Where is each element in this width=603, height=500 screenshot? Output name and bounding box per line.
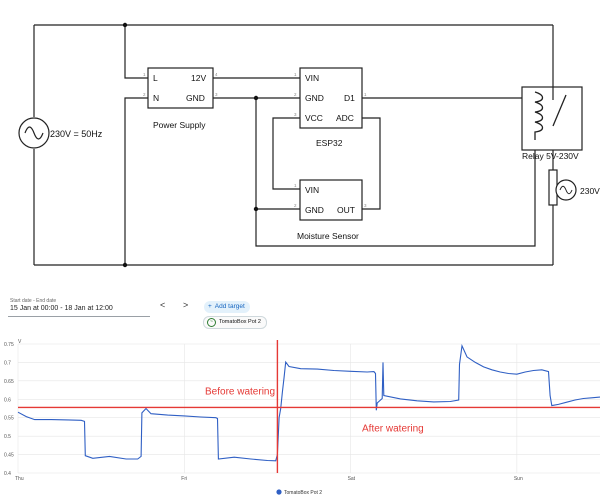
y-tick-label: 0.4 <box>4 471 11 477</box>
junction-dots <box>122 22 259 268</box>
target-chip-label: TomatoBox Pot 2 <box>219 319 261 325</box>
y-tick-label: 0.55 <box>4 416 14 422</box>
svg-text:GND: GND <box>305 205 324 215</box>
target-chip[interactable]: ~ TomatoBox Pot 2 <box>203 316 267 329</box>
x-tick-label: Sat <box>348 476 356 482</box>
date-range-underline <box>8 316 150 317</box>
x-tick-label: Thu <box>15 476 24 482</box>
chevron-left-icon[interactable]: < <box>160 300 166 310</box>
add-target-label: Add target <box>214 303 245 310</box>
load: 230V <box>548 169 600 206</box>
power-supply: L N 12V GND 1 2 4 3 Power Supply <box>143 67 218 130</box>
svg-text:OUT: OUT <box>337 205 355 215</box>
legend-swatch <box>276 489 282 495</box>
add-target-button[interactable]: + Add target <box>204 301 250 313</box>
y-axis-label: V <box>18 339 22 345</box>
chevron-right-icon[interactable]: > <box>183 300 189 310</box>
x-tick-label: Fri <box>181 476 187 482</box>
svg-text:D1: D1 <box>344 93 355 103</box>
y-tick-label: 0.65 <box>4 379 14 385</box>
circuit-wires <box>33 24 554 266</box>
x-tick-label: Sun <box>514 476 523 482</box>
esp32: VIN GND VCC D1 ADC 1 2 3 1 ESP32 <box>294 67 367 148</box>
dashboard-panel: Start date - End date 15 Jan at 00:00 - … <box>0 283 603 500</box>
date-range-label: Start date - End date <box>10 298 57 304</box>
y-tick-label: 0.7 <box>4 360 11 366</box>
after-watering-label: After watering <box>362 423 424 434</box>
relay-coil-icon <box>534 91 544 140</box>
power-supply-label: Power Supply <box>153 120 206 130</box>
svg-text:12V: 12V <box>191 73 206 83</box>
y-tick-label: 0.75 <box>4 342 14 348</box>
y-tick-label: 0.45 <box>4 453 14 459</box>
legend-label: TomatoBox Pot 2 <box>284 490 322 496</box>
relay-switch-icon <box>552 94 567 127</box>
date-range-value[interactable]: 15 Jan at 00:00 - 18 Jan at 12:00 <box>10 305 113 312</box>
svg-text:2: 2 <box>294 203 297 208</box>
ac-source: 230V = 50Hz <box>18 117 103 149</box>
series-line <box>17 343 601 462</box>
moisture-sensor-label: Moisture Sensor <box>297 231 359 241</box>
esp32-label: ESP32 <box>316 138 343 148</box>
svg-text:2: 2 <box>143 92 146 97</box>
y-tick-label: 0.6 <box>4 397 11 403</box>
svg-text:3: 3 <box>294 112 297 117</box>
svg-text:2: 2 <box>294 92 297 97</box>
svg-text:VCC: VCC <box>305 113 323 123</box>
svg-text:VIN: VIN <box>305 185 319 195</box>
svg-text:1: 1 <box>364 92 367 97</box>
ac-source-label: 230V = 50Hz <box>50 129 103 139</box>
moisture-sensor: VIN GND OUT 1 2 3 Moisture Sensor <box>294 179 367 241</box>
svg-text:4: 4 <box>215 72 218 77</box>
svg-text:VIN: VIN <box>305 73 319 83</box>
svg-text:ADC: ADC <box>336 113 354 123</box>
svg-text:1: 1 <box>294 183 297 188</box>
before-watering-label: Before watering <box>205 386 275 397</box>
svg-text:3: 3 <box>364 203 367 208</box>
svg-text:1: 1 <box>143 72 146 77</box>
svg-text:N: N <box>153 93 159 103</box>
svg-text:L: L <box>153 73 158 83</box>
svg-text:GND: GND <box>305 93 324 103</box>
y-tick-label: 0.5 <box>4 434 11 440</box>
svg-text:GND: GND <box>186 93 205 103</box>
svg-text:3: 3 <box>215 92 218 97</box>
sensor-wave-icon: ~ <box>207 318 216 327</box>
circuit-diagram: 230V = 50Hz L N 12V GND 1 2 4 3 Power Su… <box>18 22 600 268</box>
relay: Relay 5V-230V <box>521 86 583 161</box>
plus-icon: + <box>208 303 212 310</box>
moisture-chart: 0.4 0.45 0.5 0.55 0.6 0.65 0.7 0.75 V Thu Fri Sat Su… <box>4 339 601 496</box>
svg-text:1: 1 <box>294 72 297 77</box>
load-label: 230V <box>580 186 600 196</box>
relay-label: Relay 5V-230V <box>522 151 579 161</box>
